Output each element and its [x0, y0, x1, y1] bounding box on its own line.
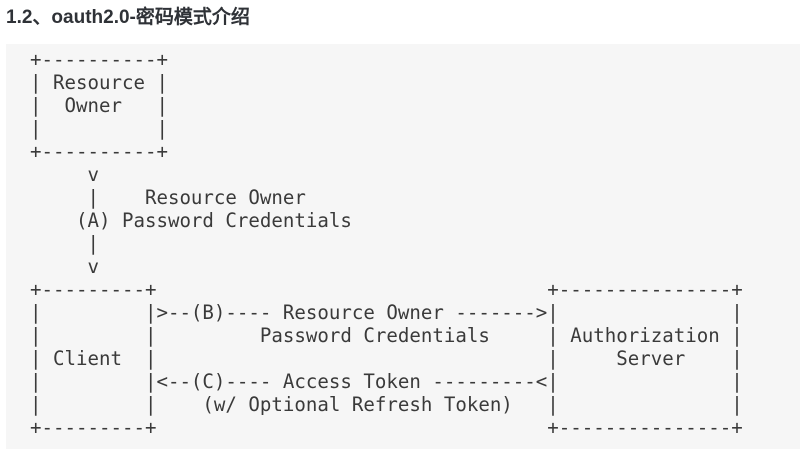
diagram-line: | |>--(B)---- Resource Owner ------->| | — [30, 301, 743, 324]
code-block: +----------+| Resource || Owner || |+---… — [6, 44, 800, 449]
diagram-line: +---------+ +---------------+ — [30, 416, 743, 439]
diagram-line: | | (w/ Optional Refresh Token) | | — [30, 393, 743, 416]
diagram-line: (A) Password Credentials — [30, 209, 352, 232]
diagram-line: | |<--(C)---- Access Token ---------<| | — [30, 370, 743, 393]
diagram-line: +---------+ +---------------+ — [30, 278, 743, 301]
diagram-line: v — [30, 255, 99, 278]
diagram-line: | Resource | — [30, 71, 168, 94]
oauth-password-flow-diagram: +----------+| Resource || Owner || |+---… — [30, 48, 743, 439]
diagram-line: v — [30, 163, 99, 186]
diagram-line: | Client | | Server | — [30, 347, 743, 370]
diagram-line: | Owner | — [30, 94, 168, 117]
diagram-line: | | — [30, 117, 168, 140]
diagram-line: | | Password Credentials | Authorization… — [30, 324, 743, 347]
diagram-line: | — [30, 232, 99, 255]
section-heading: 1.2、oauth2.0-密码模式介绍 — [6, 7, 250, 28]
diagram-line: +----------+ — [30, 48, 168, 71]
diagram-line: +----------+ — [30, 140, 168, 163]
diagram-line: | Resource Owner — [30, 186, 306, 209]
